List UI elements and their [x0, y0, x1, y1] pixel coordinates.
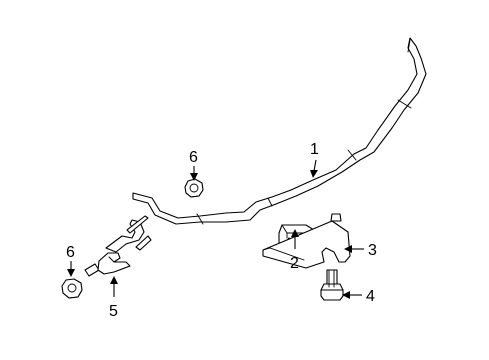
- callout-6-lower: 6: [66, 244, 75, 261]
- stabilizer-bar: [132, 37, 427, 225]
- leader-5: [110, 276, 118, 297]
- stabilizer-link: [84, 215, 152, 277]
- callout-3: 3: [368, 242, 377, 259]
- leader-6-upper: [190, 166, 198, 181]
- leader-3: [344, 245, 364, 253]
- leader-1: [310, 159, 318, 178]
- nut-upper: [184, 178, 204, 198]
- callout-4: 4: [366, 288, 375, 305]
- callout-6-upper: 6: [189, 149, 198, 166]
- nut-lower: [61, 278, 83, 299]
- bushing-bracket: [262, 213, 351, 269]
- callout-1: 1: [310, 141, 319, 158]
- callout-5: 5: [109, 303, 118, 320]
- leader-6-lower: [67, 261, 75, 277]
- leader-4: [342, 291, 362, 299]
- leader-2: [291, 229, 299, 249]
- bracket-bolt: [320, 269, 344, 301]
- callout-2: 2: [290, 255, 299, 272]
